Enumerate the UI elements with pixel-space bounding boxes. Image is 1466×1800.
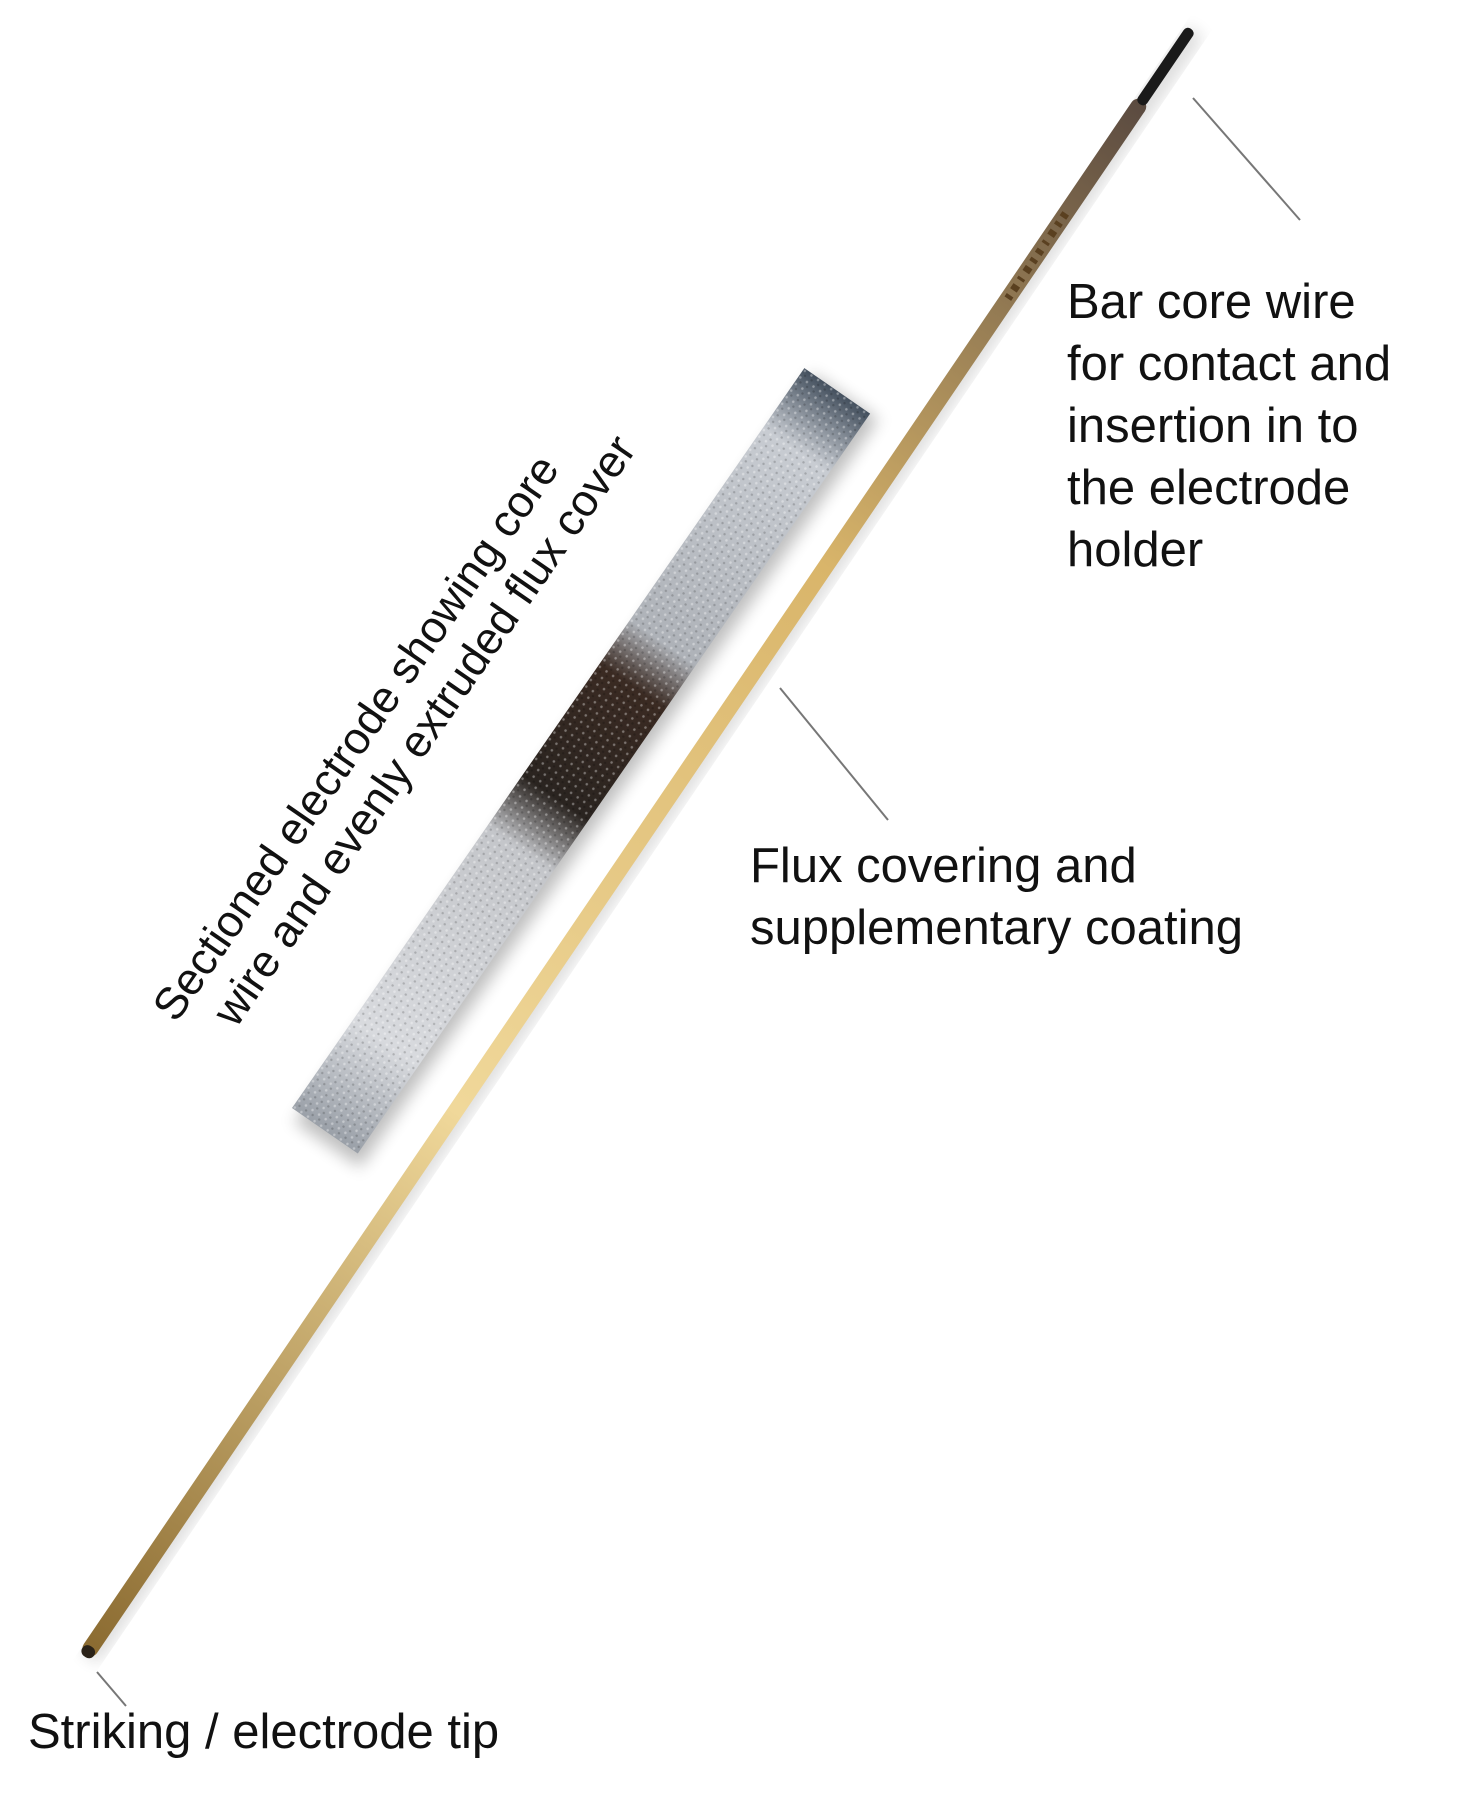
- brand-marking: [1004, 211, 1070, 301]
- sectioned-electrode: [292, 368, 879, 1168]
- leader-tip: [96, 1671, 127, 1707]
- core-wire-label-line: holder: [1067, 523, 1203, 577]
- bare-core-wire-end: [1137, 27, 1194, 106]
- flux-label-line: Flux covering and: [750, 839, 1137, 893]
- flux-label: Flux covering and supplementary coating: [750, 839, 1243, 955]
- core-wire-label: Bar core wire for contact and insertion …: [1067, 275, 1391, 577]
- electrode-rod: [81, 26, 1203, 1663]
- core-wire-label-line: insertion in to: [1067, 399, 1358, 453]
- flux-coating: [82, 98, 1147, 1657]
- electrode-tip: [81, 1645, 96, 1659]
- core-wire-label-line: for contact and: [1067, 337, 1391, 391]
- leader-core-wire: [1192, 97, 1301, 221]
- core-wire-label-line: Bar core wire: [1067, 275, 1356, 329]
- leader-flux: [779, 687, 889, 821]
- tip-label: Striking / electrode tip: [28, 1705, 499, 1759]
- flux-label-line: supplementary coating: [750, 901, 1243, 955]
- core-wire-label-line: the electrode: [1067, 461, 1350, 515]
